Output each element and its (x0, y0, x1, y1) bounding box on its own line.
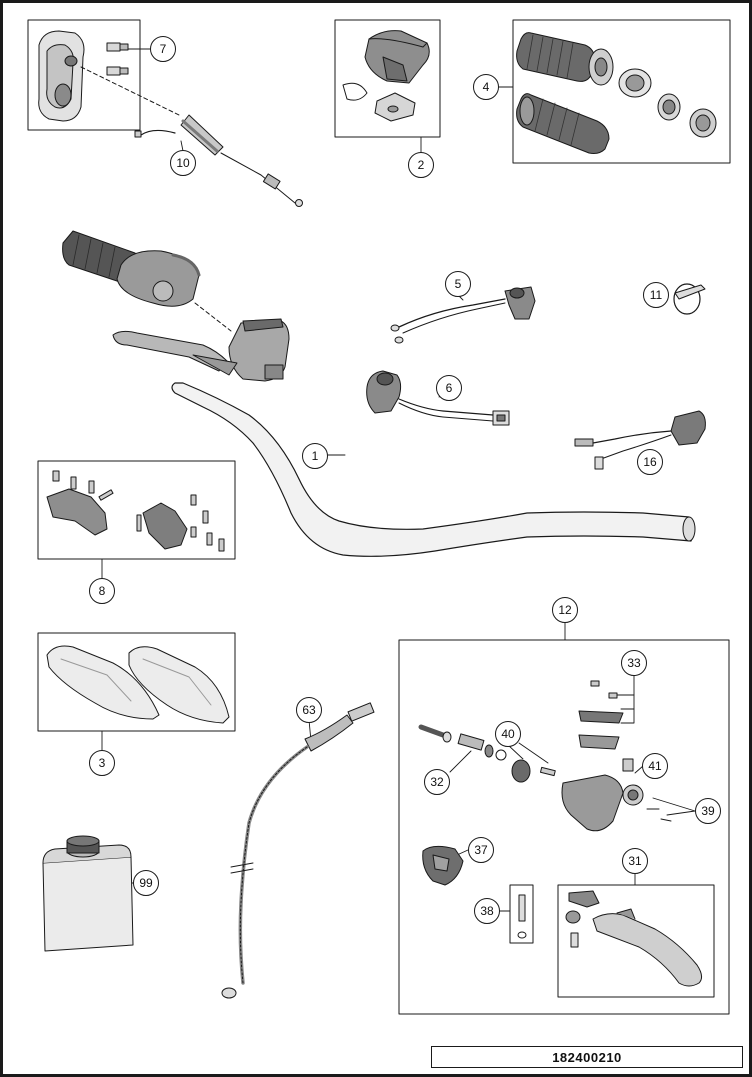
part-brake-fluid-can (42, 835, 134, 952)
part-cable-tie (673, 283, 706, 315)
part-brake-line (221, 702, 375, 999)
callout-40: 40 (495, 721, 521, 747)
part-brake-lever (565, 890, 703, 987)
callout-3: 3 (89, 750, 115, 776)
group-box-8 (37, 460, 236, 560)
part-reservoir-cap (578, 680, 624, 750)
callout-37: 37 (468, 837, 494, 863)
group-box-7 (27, 19, 141, 131)
callout-10: 10 (170, 150, 196, 176)
diagram-artwork (27, 19, 731, 1015)
part-clutch-master-cylinder (112, 318, 290, 382)
part-hand-guards (46, 645, 230, 724)
callout-7: 7 (150, 36, 176, 62)
leader-lines (101, 48, 696, 912)
callout-31: 31 (622, 848, 648, 874)
part-cover-37 (422, 845, 464, 886)
callout-32: 32 (424, 769, 450, 795)
part-throttle-assembly (62, 230, 232, 332)
callout-2: 2 (408, 152, 434, 178)
callout-39: 39 (695, 798, 721, 824)
part-housing-screws (106, 42, 129, 76)
callout-6: 6 (436, 375, 462, 401)
drawing-number-box: 182400210 (431, 1046, 743, 1068)
callout-1: 1 (302, 443, 328, 469)
callout-11: 11 (643, 282, 669, 308)
part-throttle-housing (38, 30, 180, 122)
callout-99: 99 (133, 870, 159, 896)
part-grip-set (516, 32, 717, 154)
callout-41: 41 (642, 753, 668, 779)
group-box-3 (37, 632, 236, 732)
callout-16: 16 (637, 449, 663, 475)
callout-4: 4 (473, 74, 499, 100)
callout-63: 63 (296, 697, 322, 723)
callout-8: 8 (89, 578, 115, 604)
group-box-38 (509, 884, 534, 944)
part-brake-master-cylinder (561, 758, 672, 832)
part-kill-switch (390, 286, 536, 344)
group-box-4 (512, 19, 731, 164)
group-box-31 (557, 884, 715, 998)
part-map-switch (366, 370, 510, 426)
part-handlebar (171, 382, 696, 557)
part-throttle-cable (134, 114, 303, 207)
callout-5: 5 (445, 271, 471, 297)
callout-38: 38 (474, 898, 500, 924)
part-bracket-set (46, 470, 225, 552)
part-bushing-38 (517, 894, 527, 939)
group-box-12 (398, 639, 730, 1015)
callout-12: 12 (552, 597, 578, 623)
part-boot-pin (511, 759, 556, 783)
callout-33: 33 (621, 650, 647, 676)
part-switch-16 (574, 410, 706, 470)
part-throttle-cover (342, 30, 430, 122)
part-piston-set (418, 724, 507, 761)
group-box-2 (334, 19, 441, 138)
